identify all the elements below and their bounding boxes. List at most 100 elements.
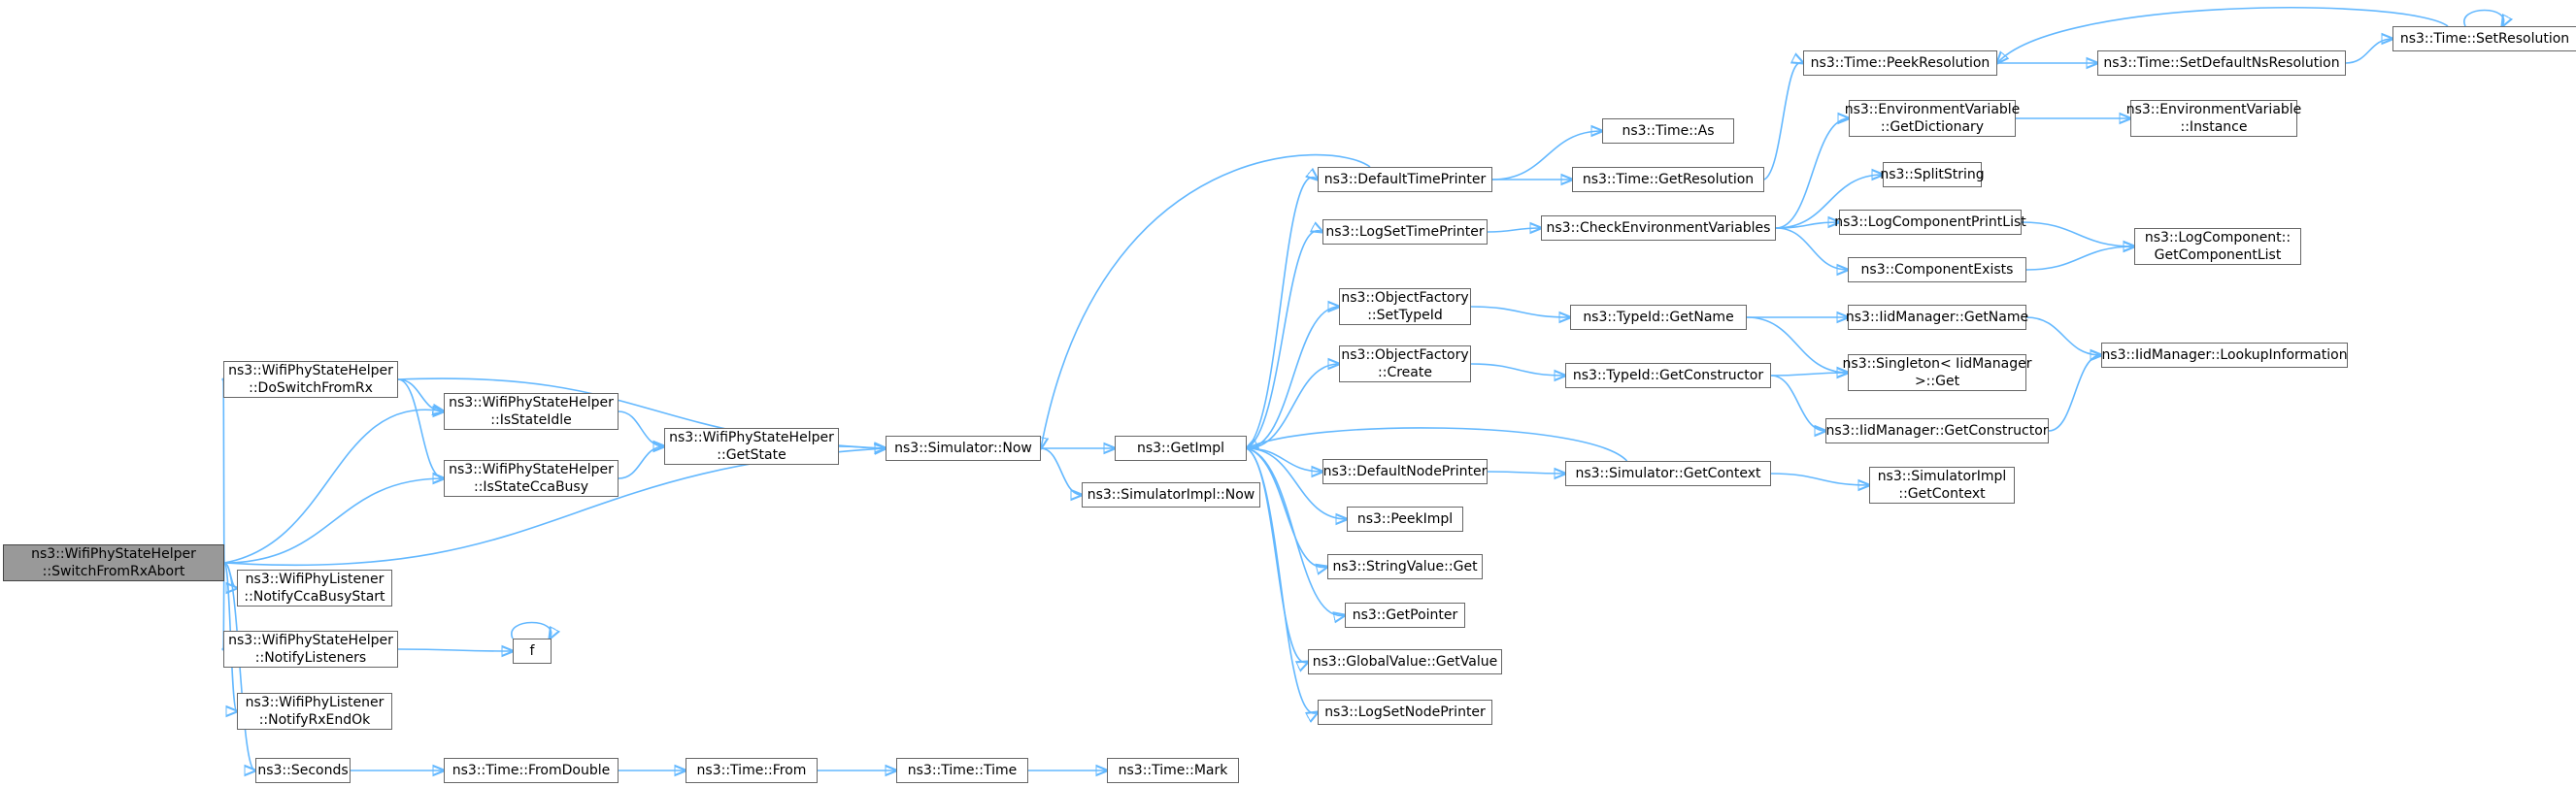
node-notify-cca-busy-start[interactable]: ns3::WifiPhyListener::NotifyCcaBusyStart	[237, 570, 392, 607]
node-label: ns3::Simulator::GetContext	[1575, 466, 1761, 481]
edge-object-factory-set-type-id-to-type-id-get-name	[1470, 306, 1570, 317]
node-label: ns3::LogComponentPrintList	[1834, 214, 2026, 230]
node-log-set-time-printer[interactable]: ns3::LogSetTimePrinter	[1322, 219, 1488, 245]
node-label: ns3::WifiPhyStateHelper	[449, 395, 614, 410]
node-simulator-impl-now[interactable]: ns3::SimulatorImpl::Now	[1082, 482, 1260, 508]
node-split-string[interactable]: ns3::SplitString	[1880, 162, 1985, 187]
node-iid-manager-get-name[interactable]: ns3::IidManager::GetName	[1846, 305, 2028, 330]
edge-simulator-now-to-simulator-impl-now	[1040, 447, 1082, 495]
edge-get-impl-to-peek-impl	[1246, 447, 1347, 519]
node-object-factory-create[interactable]: ns3::ObjectFactory::Create	[1339, 345, 1471, 382]
node-do-switch-from-rx[interactable]: ns3::WifiPhyStateHelper::DoSwitchFromRx	[223, 361, 398, 398]
edge-time-get-resolution-to-time-peek-resolution	[1763, 62, 1803, 180]
node-get-state[interactable]: ns3::WifiPhyStateHelper::GetState	[664, 428, 839, 465]
node-notify-listeners[interactable]: ns3::WifiPhyStateHelper::NotifyListeners	[223, 631, 398, 668]
edge-get-impl-to-object-factory-set-type-id	[1246, 307, 1339, 449]
node-iid-manager-get-constructor[interactable]: ns3::IidManager::GetConstructor	[1825, 418, 2049, 443]
node-log-component-get-component-list[interactable]: ns3::LogComponent::GetComponentList	[2134, 228, 2301, 265]
edge-switch-from-rx-abort-to-is-state-cca-busy	[223, 478, 444, 564]
edge-check-env-vars-to-split-string	[1775, 175, 1883, 229]
node-simulator-impl-get-context[interactable]: ns3::SimulatorImpl::GetContext	[1869, 467, 2015, 504]
node-get-pointer[interactable]: ns3::GetPointer	[1345, 603, 1465, 628]
node-check-env-vars[interactable]: ns3::CheckEnvironmentVariables	[1541, 215, 1776, 241]
edge-object-factory-create-to-type-id-get-constructor	[1470, 363, 1565, 376]
node-label: ::GetState	[717, 447, 786, 463]
node-get-impl[interactable]: ns3::GetImpl	[1115, 436, 1247, 461]
node-label: ns3::GlobalValue::GetValue	[1312, 654, 1498, 670]
node-label: ::SwitchFromRxAbort	[42, 564, 185, 579]
node-label: ns3::EnvironmentVariable	[1844, 102, 2021, 117]
edge-simulator-get-context-to-simulator-impl-get-context	[1770, 473, 1869, 485]
edge-check-env-vars-to-component-exists	[1775, 227, 1848, 270]
edge-simulator-get-context-to-get-impl	[1247, 427, 1628, 462]
node-env-var-get-dictionary[interactable]: ns3::EnvironmentVariable::GetDictionary	[1845, 100, 2020, 137]
node-label: ns3::GetImpl	[1136, 441, 1224, 456]
node-simulator-now[interactable]: ns3::Simulator::Now	[886, 436, 1041, 461]
node-time-as[interactable]: ns3::Time::As	[1602, 118, 1734, 144]
edge-default-node-printer-to-simulator-get-context	[1487, 472, 1565, 474]
node-label: ns3::WifiPhyStateHelper	[669, 430, 834, 445]
node-label: ns3::Singleton< IidManager	[1842, 356, 2032, 372]
node-time-set-resolution[interactable]: ns3::Time::SetResolution	[2392, 26, 2576, 51]
node-default-node-printer[interactable]: ns3::DefaultNodePrinter	[1322, 459, 1488, 484]
edge-check-env-vars-to-log-component-print-list	[1775, 222, 1839, 229]
node-label: ::NotifyCcaBusyStart	[244, 589, 385, 605]
node-simulator-get-context[interactable]: ns3::Simulator::GetContext	[1565, 461, 1771, 486]
node-object-factory-set-type-id[interactable]: ns3::ObjectFactory::SetTypeId	[1339, 288, 1471, 325]
node-notify-rx-end-ok[interactable]: ns3::WifiPhyListener::NotifyRxEndOk	[237, 693, 392, 730]
node-label: ns3::Time::Time	[907, 763, 1018, 778]
node-f[interactable]: f	[513, 639, 552, 664]
node-label: ns3::Time::PeekResolution	[1810, 55, 1991, 71]
node-component-exists[interactable]: ns3::ComponentExists	[1848, 257, 2026, 282]
node-label: ::DoSwitchFromRx	[249, 380, 373, 396]
node-type-id-get-name[interactable]: ns3::TypeId::GetName	[1570, 305, 1747, 330]
node-env-var-instance[interactable]: ns3::EnvironmentVariable::Instance	[2126, 100, 2301, 137]
node-is-state-idle[interactable]: ns3::WifiPhyStateHelper::IsStateIdle	[444, 393, 619, 430]
node-label: ns3::WifiPhyListener	[245, 572, 385, 587]
node-label: f	[529, 643, 535, 659]
node-peek-impl[interactable]: ns3::PeekImpl	[1347, 507, 1463, 532]
node-seconds[interactable]: ns3::Seconds	[255, 758, 351, 783]
node-label: ::IsStateCcaBusy	[473, 479, 589, 495]
node-log-set-node-printer[interactable]: ns3::LogSetNodePrinter	[1318, 700, 1492, 725]
node-time-from[interactable]: ns3::Time::From	[686, 758, 818, 783]
edge-do-switch-from-rx-to-is-state-idle	[397, 378, 444, 411]
node-default-time-printer[interactable]: ns3::DefaultTimePrinter	[1318, 167, 1492, 192]
edge-get-impl-to-default-time-printer	[1246, 178, 1318, 449]
edge-self-loop-time-set-resolution	[2463, 9, 2504, 27]
node-label: ns3::Time::Mark	[1118, 763, 1228, 778]
edge-log-set-time-printer-to-check-env-vars	[1487, 228, 1541, 232]
node-label: ns3::PeekImpl	[1356, 511, 1454, 527]
edge-time-set-default-ns-resolution-to-time-set-resolution	[2345, 39, 2392, 64]
node-string-value-get[interactable]: ns3::StringValue::Get	[1327, 554, 1483, 579]
node-label: ns3::WifiPhyListener	[245, 695, 385, 710]
node-time-time[interactable]: ns3::Time::Time	[896, 758, 1028, 783]
node-from-double[interactable]: ns3::Time::FromDouble	[444, 758, 619, 783]
node-label: ns3::Simulator::Now	[894, 441, 1032, 456]
node-global-value-get-value[interactable]: ns3::GlobalValue::GetValue	[1308, 649, 1502, 674]
node-iid-manager-lookup-information[interactable]: ns3::IidManager::LookupInformation	[2101, 343, 2348, 368]
edge-default-time-printer-to-time-as	[1491, 131, 1602, 180]
node-label: ns3::Time::From	[696, 763, 807, 778]
node-is-state-cca-busy[interactable]: ns3::WifiPhyStateHelper::IsStateCcaBusy	[444, 460, 619, 497]
edge-is-state-cca-busy-to-get-state	[618, 446, 664, 479]
node-time-mark[interactable]: ns3::Time::Mark	[1107, 758, 1239, 783]
node-label: ns3::IidManager::GetConstructor	[1825, 423, 2049, 439]
node-label: ::GetContext	[1898, 486, 1986, 502]
node-type-id-get-constructor[interactable]: ns3::TypeId::GetConstructor	[1565, 363, 1771, 388]
node-label: ns3::LogComponent::	[2144, 230, 2292, 246]
node-label: ::NotifyRxEndOk	[258, 712, 371, 728]
node-switch-from-rx-abort[interactable]: ns3::WifiPhyStateHelper::SwitchFromRxAbo…	[3, 544, 224, 581]
node-singleton-get[interactable]: ns3::Singleton< IidManager >::Get	[1843, 354, 2031, 391]
node-label: ns3::LogSetNodePrinter	[1324, 705, 1486, 720]
edge-get-impl-to-log-set-time-printer	[1246, 231, 1322, 449]
edge-iid-manager-get-constructor-to-iid-manager-lookup-information	[2048, 355, 2101, 432]
node-label: ns3::SimulatorImpl::Now	[1087, 487, 1255, 503]
node-label: ns3::Time::SetResolution	[2399, 31, 2570, 47]
node-label: ns3::StringValue::Get	[1332, 559, 1478, 574]
node-log-component-print-list[interactable]: ns3::LogComponentPrintList	[1834, 210, 2026, 235]
node-time-get-resolution[interactable]: ns3::Time::GetResolution	[1572, 167, 1764, 192]
node-time-peek-resolution[interactable]: ns3::Time::PeekResolution	[1803, 50, 1997, 76]
node-time-set-default-ns-resolution[interactable]: ns3::Time::SetDefaultNsResolution	[2097, 50, 2346, 76]
